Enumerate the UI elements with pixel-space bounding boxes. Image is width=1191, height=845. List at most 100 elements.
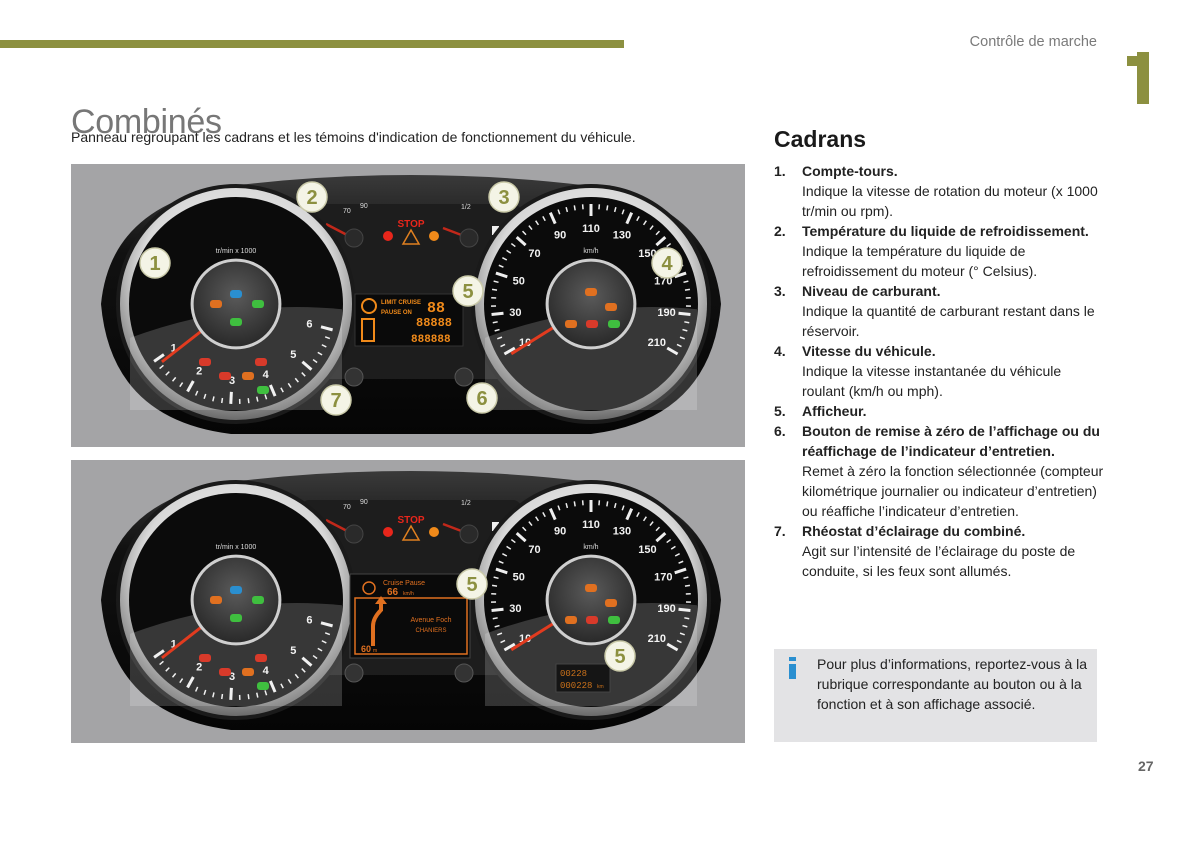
cruise-speed-unit: km/h <box>403 591 414 597</box>
tick-mark <box>324 632 331 636</box>
indicator-lamp <box>257 682 269 690</box>
fuel-tick: 1/2 <box>461 204 471 211</box>
warning-red-light <box>383 527 393 537</box>
callout-badge <box>456 568 488 600</box>
callout-badge <box>139 247 171 279</box>
callout-number: 5 <box>466 574 477 596</box>
tick-mark <box>229 391 233 404</box>
tick-mark <box>676 343 682 348</box>
tick-mark <box>212 396 215 402</box>
tick-mark <box>621 505 625 511</box>
info-box: Pour plus d’informations, reportez-vous … <box>774 649 1097 742</box>
tick-mark <box>269 384 277 397</box>
hazard-triangle-icon <box>401 228 421 245</box>
tick-mark <box>492 321 498 324</box>
fuel-pump-icon <box>492 522 499 531</box>
tick-mark <box>684 617 690 620</box>
tick-mark <box>565 206 569 213</box>
coolant-needle <box>325 222 350 238</box>
tick-label: 2 <box>196 365 202 377</box>
tick-mark <box>500 343 506 348</box>
tick-mark <box>510 538 516 544</box>
tick-label: 90 <box>554 526 566 538</box>
intro-text: Panneau regroupant les cadrans et les té… <box>71 129 636 145</box>
tick-label: 4 <box>263 665 270 677</box>
indicator-lamp <box>210 300 222 308</box>
cadrans-heading: Cadrans <box>774 126 867 152</box>
hazard-triangle-icon <box>401 524 421 541</box>
tick-mark <box>498 560 504 564</box>
indicator-lamp <box>230 318 242 326</box>
tick-mark <box>497 632 503 636</box>
tick-label: 170 <box>654 572 672 584</box>
cruise-icon <box>362 581 376 595</box>
tick-mark <box>495 271 508 279</box>
tick-label: 5 <box>290 645 296 657</box>
tick-mark <box>678 560 684 564</box>
tick-label: 190 <box>657 307 675 319</box>
tick-mark <box>153 353 165 363</box>
item-number: 7. <box>774 523 786 539</box>
cadrans-list: 1.Compte-tours.Indique la vitesse de rot… <box>774 161 1104 581</box>
tick-mark <box>621 209 625 215</box>
tick-mark <box>179 678 184 684</box>
rheostat-knob <box>344 367 364 387</box>
section-title: Contrôle de marche <box>969 34 1097 50</box>
tick-mark <box>684 288 691 291</box>
tick-mark <box>159 660 164 666</box>
tick-label: 210 <box>648 633 666 645</box>
page-number: 27 <box>1138 758 1154 774</box>
tick-mark <box>510 242 516 248</box>
item-description: Indique la température du liquide de ref… <box>802 243 1038 279</box>
tick-mark <box>683 576 689 580</box>
tick-label: 130 <box>613 230 631 242</box>
indicator-lamp <box>608 320 620 328</box>
list-item: 7.Rhéostat d’éclairage du combiné.Agit s… <box>774 521 1104 581</box>
callout-badge <box>651 247 683 279</box>
callout-number: 4 <box>661 253 673 275</box>
indicator-lamp <box>608 616 620 624</box>
indicator-lamp <box>255 654 267 662</box>
item-number: 1. <box>774 163 786 179</box>
indicator-lamp <box>252 300 264 308</box>
item-title: Bouton de remise à zéro de l’affichage o… <box>802 423 1100 459</box>
tick-label: 110 <box>582 223 600 235</box>
indicator-lamp <box>565 320 577 328</box>
list-item: 1.Compte-tours.Indique la vitesse de rot… <box>774 161 1104 221</box>
tick-label: 3 <box>229 375 235 387</box>
lcd-digits: 88888 <box>416 316 452 330</box>
item-title: Rhéostat d’éclairage du combiné. <box>802 523 1026 539</box>
tick-mark <box>678 607 691 612</box>
tick-label: 190 <box>657 603 675 615</box>
callout-number: 5 <box>462 281 473 303</box>
tick-mark <box>636 216 640 222</box>
glass-glare <box>485 603 697 706</box>
unit-label: tr/min x 1000 <box>216 248 257 255</box>
item-number: 6. <box>774 423 786 439</box>
navigation-arrow-head <box>375 596 387 604</box>
tick-label: 110 <box>582 519 600 531</box>
tick-mark <box>649 521 654 527</box>
tick-mark <box>493 280 499 284</box>
coolant-tick: 70 <box>343 208 351 215</box>
tick-mark <box>528 521 533 527</box>
tick-mark <box>301 668 306 673</box>
indicator-lamp <box>586 616 598 624</box>
item-number: 3. <box>774 283 786 299</box>
tick-mark <box>503 642 516 652</box>
rheostat-knob <box>344 663 364 683</box>
item-number: 2. <box>774 223 786 239</box>
tick-label: 50 <box>513 276 525 288</box>
item-description: Indique la vitesse instantanée du véhicu… <box>802 363 1062 399</box>
tick-mark <box>264 690 268 696</box>
indicator-lamp <box>585 584 597 592</box>
cruise-label: Cruise Pause <box>383 580 425 587</box>
tick-label: 90 <box>554 230 566 242</box>
tick-mark <box>320 325 333 332</box>
tick-mark <box>666 642 679 652</box>
tick-label: 6 <box>306 319 312 331</box>
tick-mark <box>666 242 672 248</box>
tick-mark <box>498 264 504 268</box>
tick-label: 150 <box>638 544 656 556</box>
